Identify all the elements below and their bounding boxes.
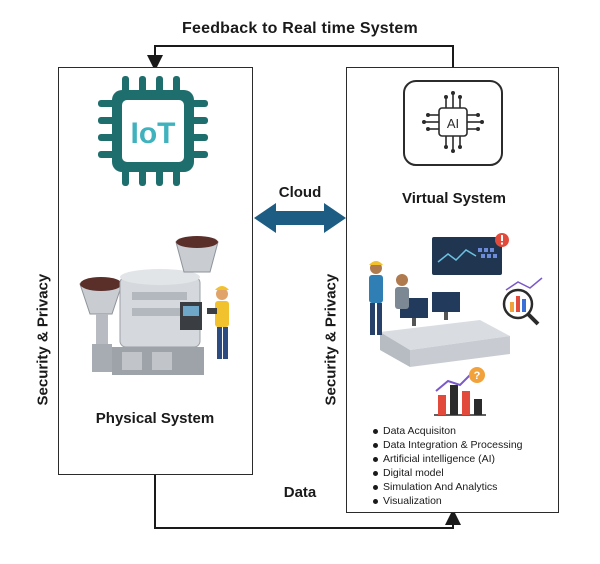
virtual-system-label: Virtual System <box>402 190 506 207</box>
physical-system-label: Physical System <box>95 410 215 427</box>
list-item: Data Integration & Processing <box>372 438 523 452</box>
list-item: Visualization <box>372 494 523 508</box>
iot-chip-icon: IoT <box>98 76 208 186</box>
data-label: Data <box>283 484 317 501</box>
control-room-illustration <box>369 233 543 367</box>
right-security-label: Security & Privacy <box>322 273 340 406</box>
industrial-machine-illustration <box>79 236 229 375</box>
list-item: Digital model <box>372 466 523 480</box>
iot-icon-text: IoT <box>131 117 176 150</box>
svg-text:?: ? <box>474 370 481 382</box>
list-item: Artificial intelligence (AI) <box>372 452 523 466</box>
left-security-label: Security & Privacy <box>34 273 52 406</box>
data-arrow-line <box>154 475 461 529</box>
analytics-chart-icon: ? <box>434 367 486 416</box>
feedback-arrow-line <box>147 45 454 71</box>
cloud-double-arrow <box>254 203 346 233</box>
cloud-label: Cloud <box>278 184 322 201</box>
virtual-system-feature-list: Data Acquisiton Data Integration & Proce… <box>372 424 523 508</box>
feedback-label: Feedback to Real time System <box>182 20 418 37</box>
ai-chip-icon: AI <box>403 80 503 166</box>
list-item: Simulation And Analytics <box>372 480 523 494</box>
ai-icon-text: AI <box>447 116 459 131</box>
list-item: Data Acquisiton <box>372 424 523 438</box>
